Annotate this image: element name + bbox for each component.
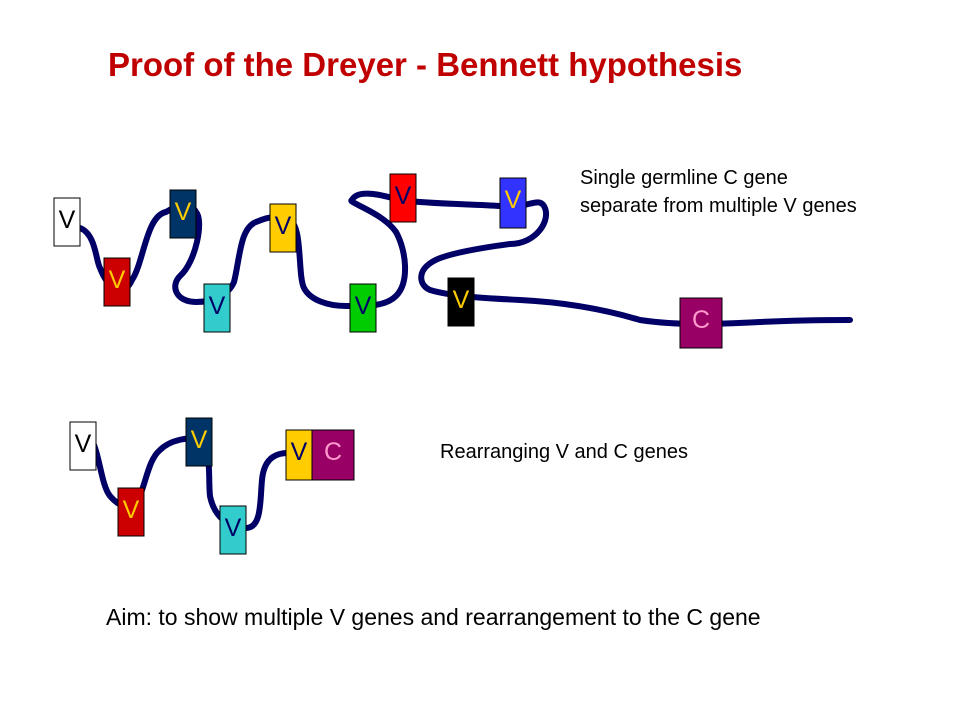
rearranged-v-gene-label-1: V [75, 430, 92, 458]
germline-v-gene-label-3: V [175, 198, 192, 226]
rearranged-v-gene-3 [185, 417, 213, 467]
rearranged-v-gene-label-4: V [225, 514, 242, 542]
germline-c-gene-10 [679, 297, 723, 349]
germline-v-gene-label-9: V [453, 286, 470, 314]
germline-v-gene-9 [447, 277, 475, 327]
germline-v-gene-label-4: V [209, 292, 226, 320]
germline-note-line-2: separate from multiple V genes [580, 195, 857, 217]
germline-v-gene-label-6: V [355, 292, 372, 320]
germline-v-gene-5 [269, 203, 297, 253]
germline-v-gene-3 [169, 189, 197, 239]
germline-dna-strand [77, 190, 853, 327]
germline-c-gene-label-10: C [692, 306, 710, 334]
germline-v-gene-1 [53, 197, 81, 247]
rearranged-note: Rearranging V and C genes [440, 441, 688, 463]
rearranged-v-gene-2 [117, 487, 145, 537]
germline-v-gene-4 [203, 283, 231, 333]
germline-v-gene-7 [389, 173, 417, 223]
germline-v-gene-label-7: V [395, 182, 412, 210]
germline-v-gene-2 [103, 257, 131, 307]
germline-v-gene-label-5: V [275, 212, 292, 240]
rearranged-v-gene-label-5: V [291, 438, 308, 466]
germline-v-gene-label-2: V [109, 266, 126, 294]
rearranged-v-gene-1 [69, 421, 97, 471]
rearranged-v-gene-4 [219, 505, 247, 555]
rearranged-v-gene-5 [285, 429, 313, 481]
germline-v-gene-8 [499, 177, 527, 229]
germline-v-gene-6 [349, 283, 377, 333]
germline-note-line-1: Single germline C gene [580, 167, 788, 189]
aim-statement: Aim: to show multiple V genes and rearra… [106, 604, 761, 630]
rearranged-c-gene-6 [311, 429, 355, 481]
slide-title: Proof of the Dreyer - Bennett hypothesis [108, 46, 743, 83]
rearranged-v-gene-label-3: V [191, 426, 208, 454]
germline-v-gene-label-1: V [59, 206, 76, 234]
rearranged-c-gene-label-6: C [324, 438, 342, 466]
germline-note: Single germline C gene separate from mul… [580, 164, 857, 220]
rearranged-v-gene-label-2: V [123, 496, 140, 524]
germline-v-gene-label-8: V [505, 186, 522, 214]
